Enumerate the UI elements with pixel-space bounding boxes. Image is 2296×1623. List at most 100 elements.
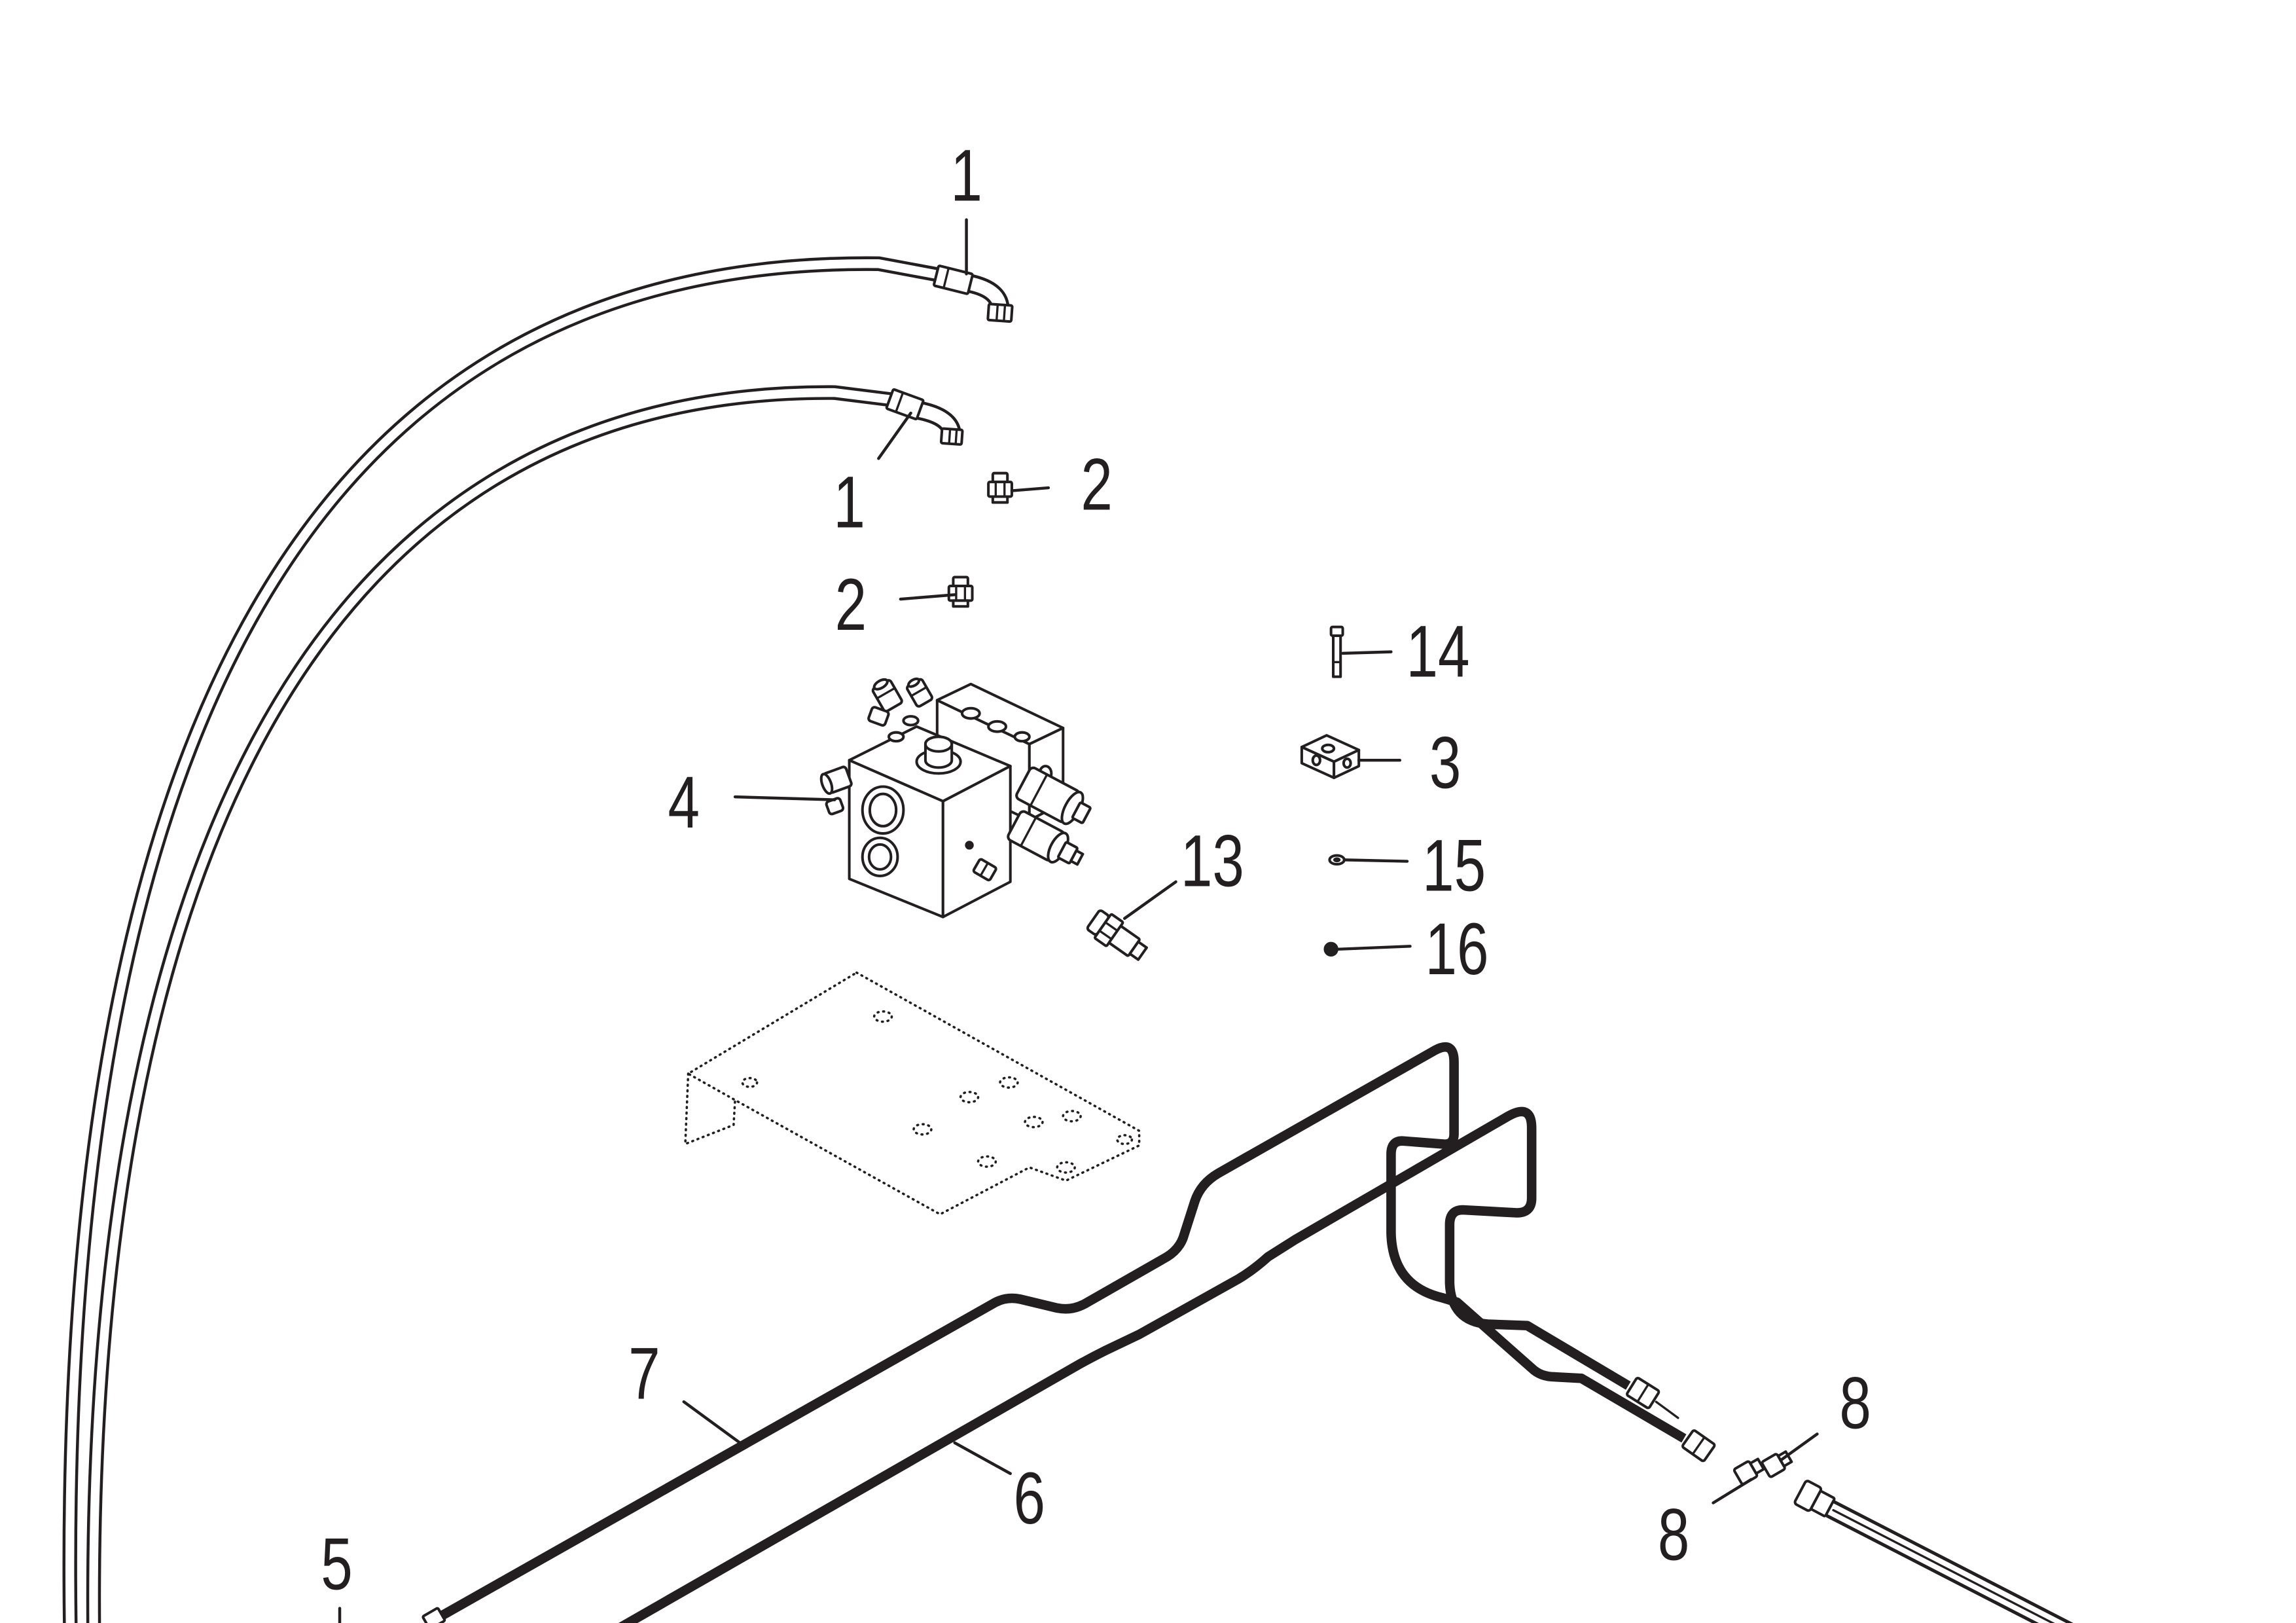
adapter-thread	[991, 471, 1009, 484]
fitting-body	[422, 1607, 446, 1623]
top-port	[887, 731, 905, 743]
bracket-hole	[999, 1076, 1019, 1089]
main-block-side-face	[941, 765, 1012, 919]
valve-fitting	[871, 678, 903, 713]
leader-line	[1342, 858, 1409, 863]
leader-line	[877, 411, 912, 460]
bracket-plate	[687, 971, 1141, 1216]
leader-line	[733, 795, 836, 801]
bracket-hole	[912, 1123, 933, 1136]
hose-part-1-lower	[86, 385, 964, 1623]
block-hole	[1311, 754, 1321, 767]
nut-body	[939, 427, 964, 446]
callout-8-upper: 8	[1839, 1362, 1871, 1444]
bracket-hole	[1056, 1161, 1076, 1174]
bundle-fitting	[1793, 1480, 1836, 1518]
sensor-tip	[1128, 940, 1148, 961]
bracket-hole	[1024, 1116, 1044, 1129]
cartridge-cap	[924, 735, 954, 753]
adapter-part-2-upper	[987, 471, 1013, 504]
hose-ferrule	[933, 264, 974, 295]
solenoid-lower	[1007, 810, 1085, 866]
block-hole	[1342, 757, 1352, 769]
block-part-3	[1300, 734, 1361, 780]
fitting-end	[906, 677, 921, 688]
nut-flat	[954, 428, 958, 446]
solenoid-nut	[1071, 801, 1092, 824]
leader-line	[1122, 880, 1177, 921]
bundle-center-line	[1832, 1508, 2055, 1623]
valve-port-lower-bore	[867, 843, 893, 871]
bolt-part-14	[1329, 625, 1344, 678]
leader-line	[1336, 945, 1412, 951]
leader-line	[899, 593, 956, 601]
adapter-part-2-lower	[947, 575, 974, 608]
fitting-flat	[910, 685, 928, 697]
valve-fitting-side	[972, 858, 997, 882]
ball-part-16	[1323, 941, 1338, 957]
swivel-nut	[986, 302, 1014, 323]
bracket-flange	[684, 1072, 736, 1146]
tube-end-fitting-part-5	[422, 1607, 446, 1623]
bracket-hole	[959, 1091, 980, 1104]
callout-15: 15	[1422, 825, 1486, 907]
leader-line	[1010, 486, 1050, 492]
hex-flat	[1098, 929, 1113, 941]
union-thread	[1749, 1457, 1765, 1475]
coil-edge	[1019, 816, 1037, 847]
coil-edge	[1029, 773, 1049, 807]
nut-flat	[1636, 1383, 1650, 1403]
adapter-thread	[952, 599, 969, 608]
callout-16: 16	[1426, 908, 1489, 990]
ferrule-band	[942, 266, 950, 289]
leader-line	[1712, 1478, 1753, 1504]
fitting-flat	[876, 687, 896, 700]
top-port	[902, 715, 920, 727]
valve-fitting-left	[819, 765, 853, 795]
solenoid-upper	[1015, 766, 1092, 826]
fitting-end	[819, 773, 834, 795]
block-hole	[1321, 743, 1336, 754]
hose-bundle	[1793, 1480, 2073, 1623]
callout-6: 6	[1014, 1457, 1046, 1539]
hose-part-1-upper	[62, 256, 1014, 1623]
adapter-thread	[991, 495, 1009, 504]
tube-nut	[1681, 1429, 1716, 1463]
valve-port-upper-bore	[868, 792, 898, 828]
solenoid-tip	[1069, 849, 1085, 866]
callout-1-lower: 1	[833, 462, 865, 543]
bolt-shank	[1331, 634, 1342, 678]
fitting-flat	[979, 862, 989, 877]
washer-part-15	[1328, 854, 1346, 866]
rear-port	[960, 706, 981, 720]
callout-1-upper: 1	[950, 135, 982, 217]
callout-14: 14	[1406, 611, 1469, 693]
adapter-hex	[987, 481, 1013, 498]
callout-7: 7	[628, 1333, 660, 1415]
nut-flat	[1003, 304, 1007, 323]
nut-body	[986, 302, 1014, 323]
nut-flat	[995, 303, 999, 322]
leader-line	[1341, 650, 1393, 655]
leader-lines	[338, 218, 1819, 1623]
sensor-part-13	[1086, 909, 1148, 961]
nut-flat	[1691, 1436, 1706, 1455]
callout-5: 5	[321, 1523, 353, 1605]
tube-nut	[1626, 1376, 1660, 1410]
fitting-nut	[1810, 1489, 1836, 1518]
fitting-end	[872, 678, 889, 691]
valve-fitting	[906, 677, 933, 708]
callout-2-upper: 2	[1081, 444, 1113, 526]
rear-port	[987, 720, 1008, 733]
callout-13: 13	[1181, 820, 1244, 902]
washer-bore	[1333, 857, 1341, 863]
leader-line	[682, 1400, 745, 1448]
callout-2-lower: 2	[835, 564, 867, 646]
hose-wall	[86, 385, 895, 1623]
leader-line	[953, 1441, 1012, 1475]
callout-4: 4	[668, 762, 700, 844]
hose-bore	[89, 388, 894, 1623]
bracket-outline	[684, 971, 1141, 1216]
valve-fitting	[867, 706, 890, 727]
hose-bore	[65, 259, 942, 1623]
